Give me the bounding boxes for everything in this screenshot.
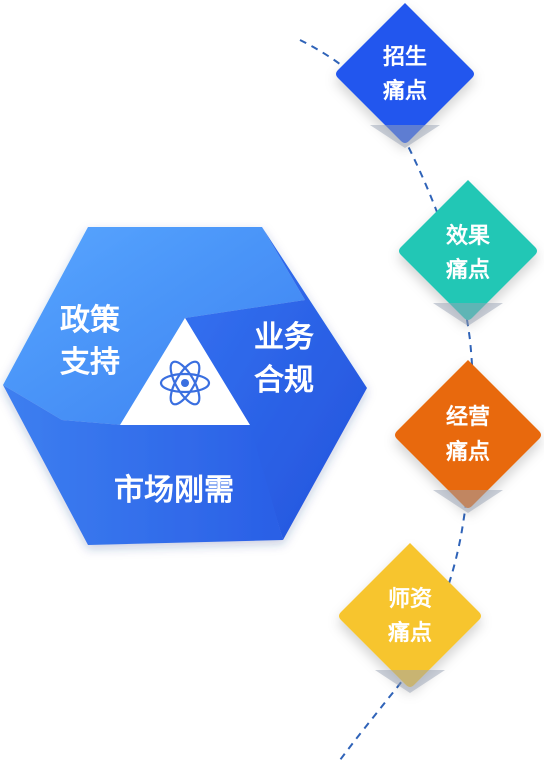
atom-icon: [159, 360, 211, 406]
operation-line1: 经营: [446, 404, 490, 430]
label-policy-line2: 支持: [60, 345, 120, 380]
diamond-operation: [395, 360, 541, 508]
effect-line2: 痛点: [446, 257, 490, 283]
diamond-effect-tip-shadow: [433, 303, 503, 326]
diamond-teachers: [339, 543, 481, 687]
diamond-operation-tip-shadow: [433, 490, 503, 513]
pain-point-operation: 经营 痛点: [395, 360, 541, 513]
diamond-enrollment: [336, 3, 474, 143]
label-compliance-line1: 业务: [254, 320, 314, 355]
core-factors-hexagon: [3, 227, 367, 545]
diamond-effect: [399, 180, 537, 320]
diamond-teachers-tip-shadow: [375, 670, 445, 693]
label-market: 市场刚需: [114, 473, 234, 508]
pain-point-enrollment: 招生 痛点: [336, 3, 474, 148]
operation-line2: 痛点: [446, 439, 490, 465]
diamond-enrollment-tip-shadow: [370, 125, 440, 148]
effect-line1: 效果: [446, 223, 490, 249]
teachers-line2: 痛点: [388, 620, 432, 646]
center-triangle: [120, 318, 250, 425]
label-policy-line1: 政策: [60, 303, 120, 338]
enrollment-line2: 痛点: [383, 78, 427, 104]
teachers-line1: 师资: [388, 586, 432, 612]
hex-segment-policy: [3, 227, 305, 425]
enrollment-line1: 招生: [383, 45, 427, 70]
hex-segment-compliance: [185, 227, 367, 540]
pain-point-effect: 效果 痛点: [399, 180, 537, 326]
pain-point-teachers: 师资 痛点: [339, 543, 481, 693]
label-compliance-line2: 合规: [254, 363, 314, 398]
